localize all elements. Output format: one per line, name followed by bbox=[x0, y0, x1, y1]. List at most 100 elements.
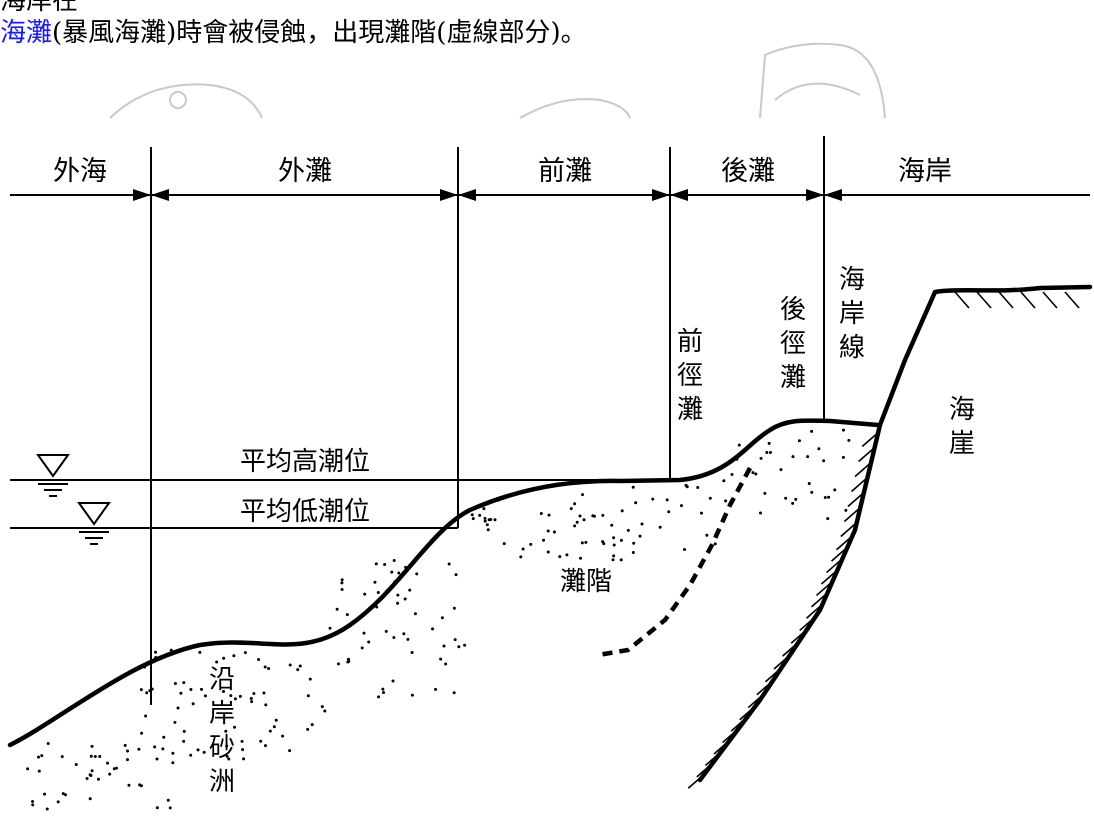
sand-dot bbox=[470, 513, 474, 517]
sand-dot bbox=[397, 571, 401, 575]
sand-dot bbox=[89, 754, 93, 758]
sand-dot bbox=[390, 570, 394, 574]
high-tide-icon bbox=[36, 454, 70, 478]
sand-dot bbox=[96, 777, 100, 781]
zone-arrows bbox=[10, 189, 1090, 201]
sand-dot bbox=[573, 502, 577, 506]
sand-dot bbox=[90, 769, 94, 773]
sand-stipple bbox=[26, 428, 851, 811]
caption-line-1: 海岸在 bbox=[0, 0, 78, 16]
sand-dot bbox=[765, 451, 769, 455]
sand-dot bbox=[243, 651, 247, 655]
sand-dot bbox=[384, 629, 388, 633]
sand-dot bbox=[759, 456, 763, 460]
sand-dot bbox=[612, 536, 616, 540]
sand-dot bbox=[240, 739, 244, 743]
sand-dot bbox=[281, 734, 285, 738]
sand-dot bbox=[685, 485, 689, 489]
sand-dot bbox=[108, 772, 112, 776]
sand-dot bbox=[452, 691, 456, 695]
sand-dot bbox=[806, 455, 810, 459]
sand-dot bbox=[735, 457, 739, 461]
sand-dot bbox=[406, 637, 410, 641]
sand-dot bbox=[822, 459, 826, 463]
sand-dot bbox=[182, 739, 186, 743]
sand-dot bbox=[225, 744, 229, 748]
sand-dot bbox=[626, 528, 630, 532]
sand-dot bbox=[249, 697, 253, 701]
sand-dot bbox=[262, 691, 266, 695]
caption: 海岸在 海灘(暴風海灘)時會被侵蝕，出現灘階(虛線部分)。 bbox=[0, 0, 1094, 60]
sand-dot bbox=[274, 718, 278, 722]
sand-dot bbox=[759, 511, 763, 515]
sand-dot bbox=[375, 605, 379, 609]
sand-dot bbox=[763, 491, 767, 495]
sand-dot bbox=[93, 755, 97, 759]
sand-dot bbox=[442, 644, 446, 648]
caption-line-1-text: 海岸在 bbox=[0, 0, 79, 16]
foreshore-path-label: 前徑灘 bbox=[677, 327, 703, 425]
sand-dot bbox=[189, 753, 193, 757]
sand-dot bbox=[257, 657, 261, 661]
sand-dot bbox=[452, 606, 456, 610]
sand-dot bbox=[148, 689, 152, 693]
sand-dot bbox=[381, 687, 385, 691]
zone-backshore: 後灘 bbox=[721, 156, 775, 187]
sand-dot bbox=[699, 511, 703, 515]
sand-dot bbox=[640, 522, 644, 526]
sand-dot bbox=[482, 507, 486, 511]
sand-dot bbox=[168, 806, 172, 810]
caption-link[interactable]: 海灘 bbox=[0, 18, 53, 48]
sand-dot bbox=[797, 439, 801, 443]
sand-dot bbox=[827, 495, 831, 499]
sand-dot bbox=[737, 443, 741, 447]
sand-dot bbox=[841, 428, 845, 432]
sand-dot bbox=[619, 558, 623, 562]
sand-dot bbox=[306, 727, 310, 731]
sand-dot bbox=[173, 681, 177, 685]
sand-dot bbox=[374, 562, 378, 566]
sand-dot bbox=[222, 656, 226, 660]
sand-dot bbox=[638, 534, 642, 538]
sand-dot bbox=[171, 751, 175, 755]
sand-dot bbox=[60, 755, 64, 759]
sand-dot bbox=[610, 523, 614, 527]
sand-dot bbox=[539, 511, 543, 515]
sand-dot bbox=[98, 754, 102, 758]
sand-dot bbox=[215, 660, 219, 664]
sand-dot bbox=[683, 548, 687, 552]
sand-dot bbox=[74, 763, 78, 767]
sand-dot bbox=[85, 777, 89, 781]
sand-dot bbox=[227, 757, 231, 761]
sand-dot bbox=[634, 501, 638, 505]
sand-dot bbox=[431, 627, 435, 631]
sand-dot bbox=[558, 555, 562, 559]
sand-dot bbox=[222, 689, 226, 693]
sand-dot bbox=[434, 687, 438, 691]
sand-dot bbox=[241, 748, 245, 752]
sand-dot bbox=[620, 509, 624, 513]
sand-dot bbox=[724, 499, 728, 503]
sand-dot bbox=[453, 638, 457, 642]
sand-dot bbox=[298, 664, 302, 668]
sand-dot bbox=[810, 429, 814, 433]
shoreline-label: 海岸線 bbox=[839, 265, 865, 363]
sand-dot bbox=[125, 758, 129, 762]
sand-dot bbox=[471, 517, 475, 521]
sand-dot bbox=[670, 479, 674, 483]
sand-dot bbox=[619, 538, 623, 542]
sand-dot bbox=[139, 688, 143, 692]
sand-dot bbox=[123, 743, 127, 747]
sand-dot bbox=[140, 731, 144, 735]
sand-dot bbox=[483, 516, 487, 520]
sand-dot bbox=[410, 651, 414, 655]
sand-dot bbox=[340, 587, 344, 591]
sand-dot bbox=[36, 755, 40, 759]
sand-dot bbox=[45, 807, 49, 811]
caption-line-2: 海灘(暴風海灘)時會被侵蝕，出現灘階(虛線部分)。 bbox=[0, 18, 587, 48]
hatch-mark bbox=[1020, 291, 1036, 309]
sand-dot bbox=[580, 480, 584, 484]
sand-dot bbox=[447, 562, 451, 566]
sand-dot bbox=[483, 519, 487, 523]
